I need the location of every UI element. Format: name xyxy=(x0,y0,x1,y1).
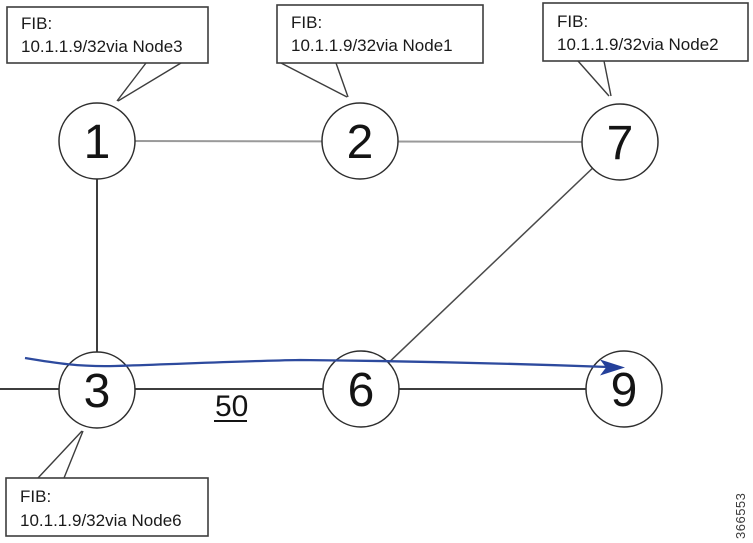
callout-fib-node3: FIB: 10.1.1.9/32via Node6 xyxy=(5,430,209,537)
node-1: 1 xyxy=(58,102,136,180)
edge-node6-node7 xyxy=(360,141,621,390)
traffic-path-arrowhead-icon xyxy=(600,359,625,376)
node-3: 3 xyxy=(58,351,136,429)
node-6-circle xyxy=(322,350,400,428)
callout-3-box xyxy=(542,2,749,62)
callout-1-tail-right xyxy=(117,62,182,102)
callout-4-title: FIB: xyxy=(20,487,51,506)
callout-2-route: 10.1.1.9/32via Node1 xyxy=(291,36,453,55)
callout-1-tail-left xyxy=(116,62,147,102)
callout-1-title: FIB: xyxy=(21,14,52,33)
node-2: 2 xyxy=(321,102,399,180)
callout-2-tail-left xyxy=(280,62,348,98)
callout-4-tail-left xyxy=(37,430,83,479)
node-2-label: 2 xyxy=(347,116,374,169)
node-9-label: 9 xyxy=(611,364,638,417)
callout-4-route: 10.1.1.9/32via Node6 xyxy=(20,511,182,530)
callout-1-box xyxy=(6,6,209,64)
node-1-circle xyxy=(58,102,136,180)
node-7: 7 xyxy=(581,103,659,181)
traffic-path-line xyxy=(24,356,609,369)
callout-2-title: FIB: xyxy=(291,13,322,32)
node-6: 6 xyxy=(322,350,400,428)
callout-3-title: FIB: xyxy=(557,12,588,31)
node-6-label: 6 xyxy=(348,364,375,417)
callout-3-tail-right xyxy=(603,60,612,97)
callout-2-box xyxy=(276,4,484,64)
callout-3-tail-left xyxy=(577,60,610,97)
callout-fib-node2: FIB: 10.1.1.9/32via Node1 xyxy=(276,4,484,98)
figure-number: 366553 xyxy=(733,493,748,539)
node-3-circle xyxy=(58,351,136,429)
link-cost-label: 50 xyxy=(215,390,248,423)
callout-fib-node1: FIB: 10.1.1.9/32via Node3 xyxy=(6,6,209,102)
callout-3-route: 10.1.1.9/32via Node2 xyxy=(557,35,719,54)
callout-4-box xyxy=(5,477,209,537)
node-1-label: 1 xyxy=(84,116,111,169)
node-7-circle xyxy=(581,103,659,181)
callout-2-tail-right xyxy=(335,62,349,98)
callout-4-tail-right xyxy=(63,430,84,479)
node-9: 9 xyxy=(585,350,663,428)
node-7-label: 7 xyxy=(607,117,634,170)
node-2-circle xyxy=(321,102,399,180)
callout-fib-node7: FIB: 10.1.1.9/32via Node2 xyxy=(542,2,749,97)
node-3-label: 3 xyxy=(84,365,111,418)
callout-1-route: 10.1.1.9/32via Node3 xyxy=(21,37,183,56)
